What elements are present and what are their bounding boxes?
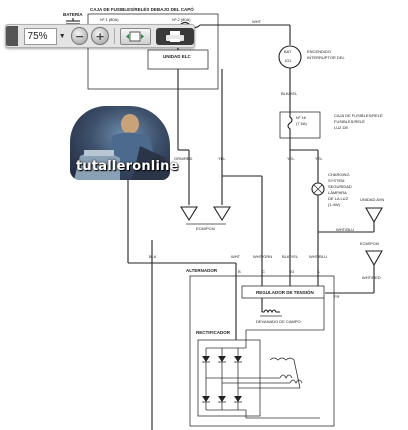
- label-caja-luz-2: FUSIBLES/RELÉ: [334, 119, 365, 124]
- rectifier-diodes: [202, 347, 246, 411]
- label-wht-blu-2: WHT/BLU: [309, 254, 327, 259]
- ecm-pcm-right-symbol: [365, 250, 383, 267]
- label-blk: BLK: [149, 254, 157, 259]
- toolbar-grip-handle[interactable]: [6, 26, 18, 46]
- label-rectificador: RECTIFICADOR: [196, 330, 231, 335]
- label-caja-luz-1: CAJA DE FUSIBLES/RELÉ: [334, 113, 383, 118]
- label-fuse-2: Nº 2 (80A): [172, 17, 191, 22]
- label-ecm-pcm-2: ECM/PCM: [360, 241, 379, 246]
- printer-icon: [165, 30, 184, 42]
- label-encendido-1: ENCENDIDO: [307, 49, 331, 54]
- label-term-ig: IG: [290, 269, 294, 274]
- label-charging-2: SYSTEM: [328, 178, 344, 183]
- label-charging-5: DE LA LUZ: [328, 196, 349, 201]
- label-blk-yel-2: BLK/YEL: [282, 254, 299, 259]
- zoom-in-button[interactable]: +: [91, 27, 109, 45]
- label-wht-red: WHT/RED: [362, 275, 381, 280]
- label-wht-grn: WHT/GRN: [253, 254, 272, 259]
- underhood-fuse-box: [87, 13, 219, 90]
- plus-circle-icon: +: [95, 29, 105, 43]
- unidad-avn-symbol: [365, 207, 383, 224]
- label-ecm-pcm: ECM/PCM: [196, 226, 215, 231]
- triangle-down-icon[interactable]: ▼: [58, 32, 66, 40]
- fuse-16-symbol: [287, 112, 293, 138]
- label-regulador: REGULADOR DE TENSIÓN: [256, 288, 314, 295]
- zoom-level-field[interactable]: 75%: [23, 27, 58, 45]
- label-yel-1: YEL: [287, 156, 295, 161]
- toolbar-separator: [113, 28, 115, 44]
- label-devanado: DEVANADO DE CAMPO: [256, 319, 301, 324]
- label-term-b: B: [238, 269, 241, 274]
- watermark-text: tutalleronline: [76, 159, 179, 174]
- fuse-16-box: [279, 111, 321, 139]
- label-bat: BAT: [284, 49, 292, 54]
- label-term-fr: FR: [334, 294, 339, 299]
- label-term-c: C: [262, 269, 265, 274]
- mechanic-photo-icon: [74, 114, 166, 180]
- label-wht: WHT: [231, 254, 241, 259]
- fit-page-button[interactable]: [119, 27, 151, 45]
- label-fuse-box-title: CAJA DE FUSIBLES/RELÉS DEBAJO DEL CAPÓ: [90, 5, 194, 12]
- label-encendido-2: INTERRUPTOR DEL: [307, 55, 345, 60]
- label-blk-yel-1: BLK/YEL: [281, 91, 298, 96]
- watermark-photo: [70, 106, 170, 180]
- label-ig1: IG1: [285, 58, 292, 63]
- label-charging-4: LÁMPARA: [328, 190, 347, 195]
- label-grn-red: GRN/RED: [174, 156, 193, 161]
- print-button[interactable]: [155, 27, 194, 45]
- label-fuse-1: Nº 1 (80A): [100, 17, 119, 22]
- label-bateria: BATERÍA: [63, 10, 83, 17]
- field-coil-symbol: [262, 309, 280, 314]
- unidad-elc-box: [147, 49, 209, 70]
- label-wht-blu-1: WHT/BLU: [336, 227, 354, 232]
- fit-page-icon: [126, 31, 145, 41]
- label-charging-6: (1.4W): [328, 202, 341, 207]
- minus-circle-icon: −: [75, 29, 85, 43]
- label-yel-2: YEL: [315, 156, 323, 161]
- label-charging-1: CHARGING: [328, 172, 350, 177]
- label-unidad-avn: UNIDAD AVN: [360, 197, 384, 202]
- viewer-toolbar: 75% ▼ − +: [5, 24, 195, 48]
- stator-windings-symbol: [206, 298, 325, 419]
- label-term-l: L: [318, 269, 321, 274]
- label-alternador: ALTERNADOR: [186, 268, 218, 273]
- label-charging-3: SEGURIDAD: [328, 184, 352, 189]
- regulator-box: [241, 285, 325, 299]
- ecm-pcm-symbol-1: [180, 206, 198, 222]
- label-fuse-16: Nº 16: [296, 115, 307, 120]
- label-caja-luz-3: LUZ DE: [334, 125, 349, 130]
- label-wht-top: WHT: [252, 19, 262, 24]
- zoom-out-button[interactable]: −: [70, 27, 89, 45]
- label-fuse-16-amp: (7.5A): [296, 121, 308, 126]
- label-unidad-elc: UNIDAD ELC: [163, 54, 191, 59]
- ecm-pcm-symbol-2: [213, 206, 231, 222]
